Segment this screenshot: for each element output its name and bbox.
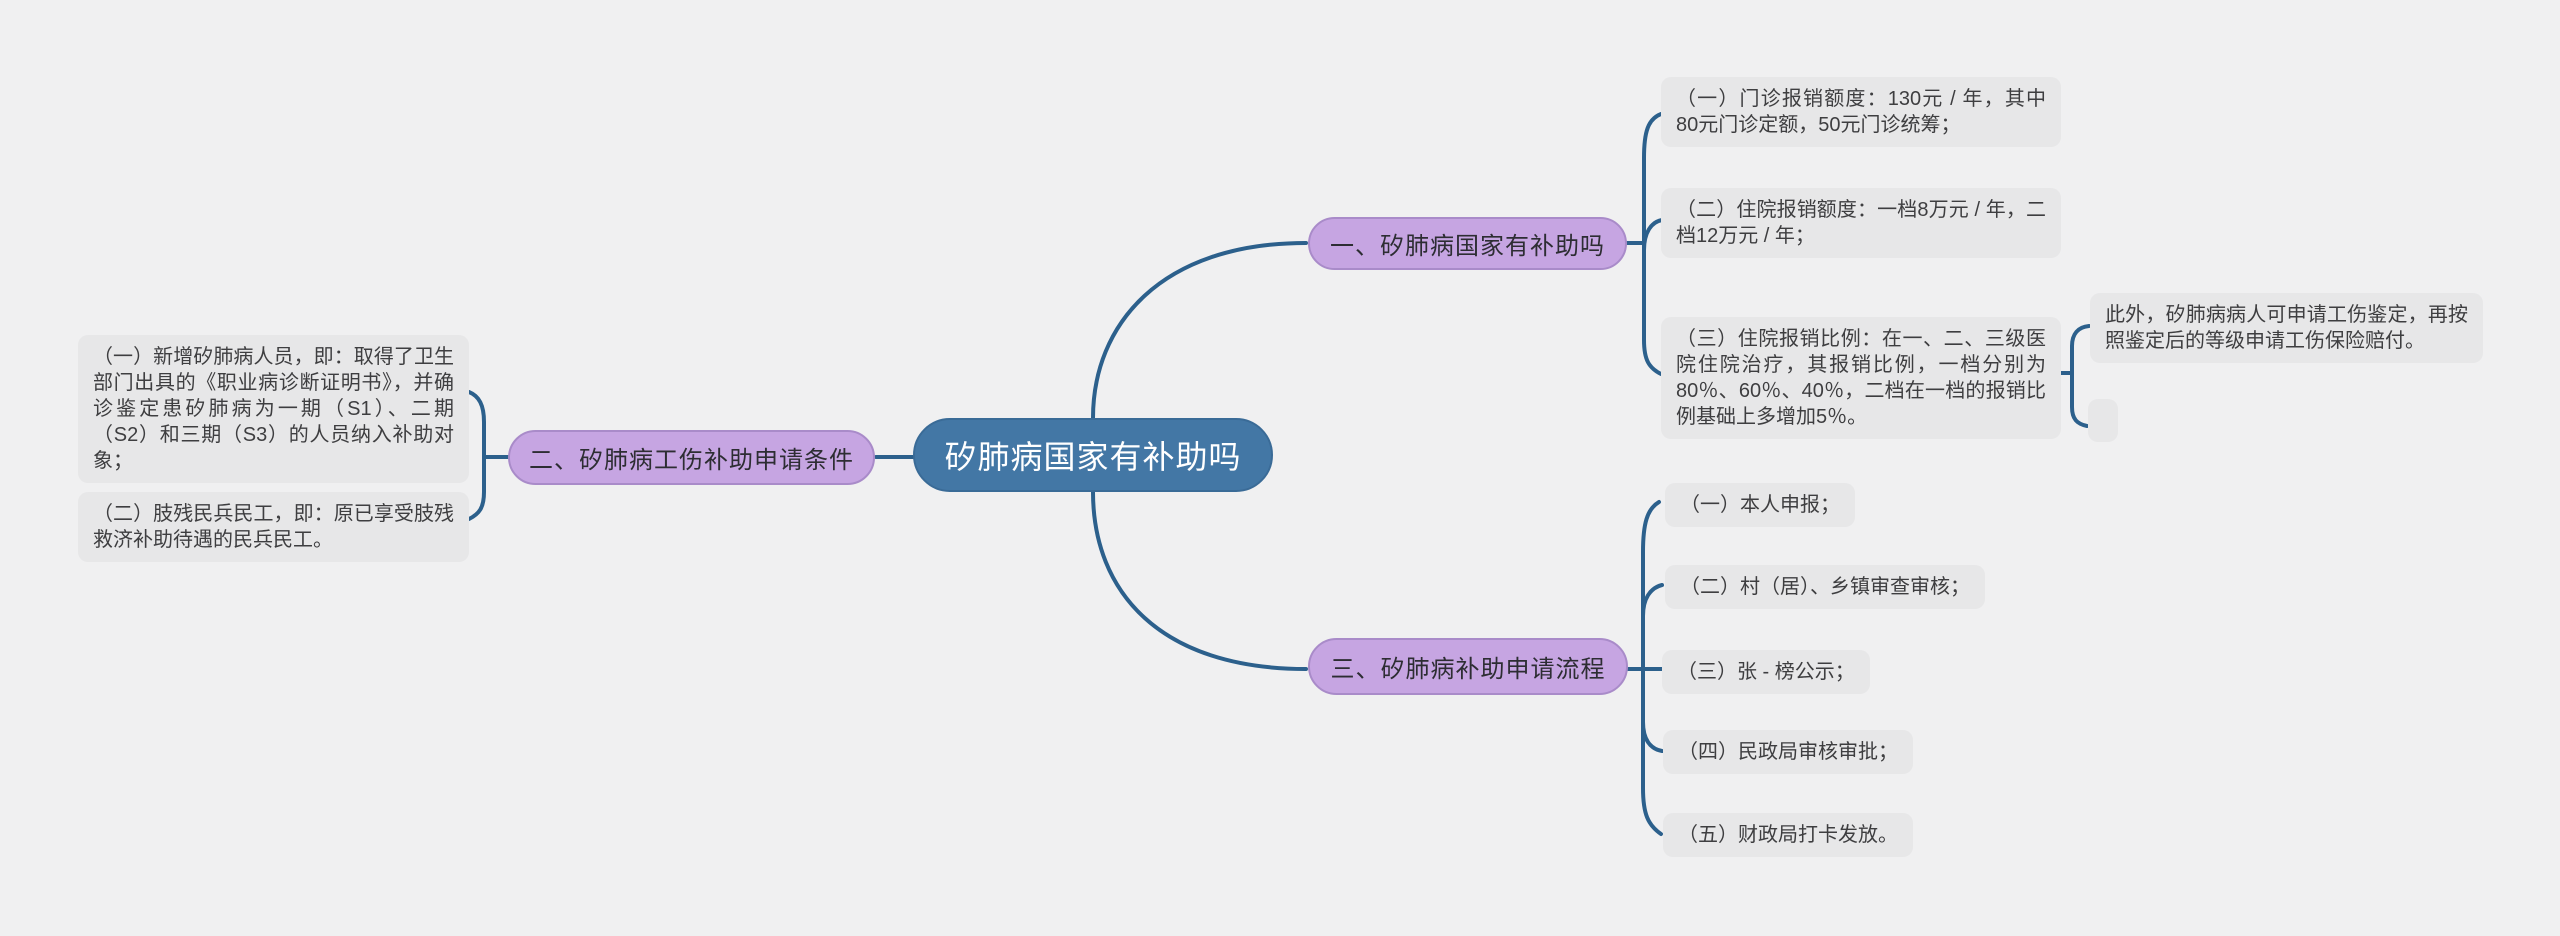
link-branch3-spine [1641, 500, 1663, 836]
leaf-empty-node[interactable] [2088, 399, 2118, 442]
link-branch3-hook2 [1641, 583, 1664, 618]
leaf-step-public-notice[interactable]: （三）张 - 榜公示； [1662, 650, 1870, 694]
leaf-new-silicosis-personnel[interactable]: （一）新增矽肺病人员，即：取得了卫生部门出具的《职业病诊断证明书》，并确诊鉴定患… [78, 335, 469, 483]
leaf-disabled-militia[interactable]: （二）肢残民兵民工，即：原已享受肢残救济补助待遇的民兵民工。 [78, 492, 469, 562]
link-root-branch1 [1091, 241, 1308, 420]
branch-1-national-subsidy[interactable]: 一、矽肺病国家有补助吗 [1308, 217, 1627, 270]
branch-2-application-conditions[interactable]: 二、矽肺病工伤补助申请条件 [508, 430, 875, 485]
leaf-step-civil-affairs-approval[interactable]: （四）民政局审核审批； [1663, 730, 1913, 774]
link-branch3-hook4 [1641, 720, 1664, 753]
link-leaf3-bracket [2070, 324, 2091, 428]
leaf-reimburse-ratio[interactable]: （三）住院报销比例：在一、二、三级医院住院治疗，其报销比例，一档分别为80％、6… [1661, 317, 2061, 439]
leaf-step-finance-payment[interactable]: （五）财政局打卡发放。 [1663, 813, 1913, 857]
link-root-branch3 [1091, 490, 1308, 671]
branch-3-application-process[interactable]: 三、矽肺病补助申请流程 [1308, 638, 1628, 695]
link-branch1-hook2 [1642, 218, 1664, 252]
root-topic[interactable]: 矽肺病国家有补助吗 [913, 418, 1273, 492]
leaf-outpatient-quota[interactable]: （一）门诊报销额度：130元 / 年，其中80元门诊定额，50元门诊统筹； [1661, 77, 2061, 147]
leaf-injury-appraisal-note[interactable]: 此外，矽肺病病人可申请工伤鉴定，再按照鉴定后的等级申请工伤保险赔付。 [2090, 293, 2483, 363]
link-branch2-spine [467, 390, 486, 521]
leaf-hospital-quota[interactable]: （二）住院报销额度：一档8万元 / 年，二档12万元 / 年； [1661, 188, 2061, 258]
leaf-step-village-review[interactable]: （二）村（居）、乡镇审查审核； [1665, 565, 1985, 609]
link-branch1-spine [1642, 112, 1663, 376]
leaf-step-self-declare[interactable]: （一）本人申报； [1665, 483, 1855, 527]
